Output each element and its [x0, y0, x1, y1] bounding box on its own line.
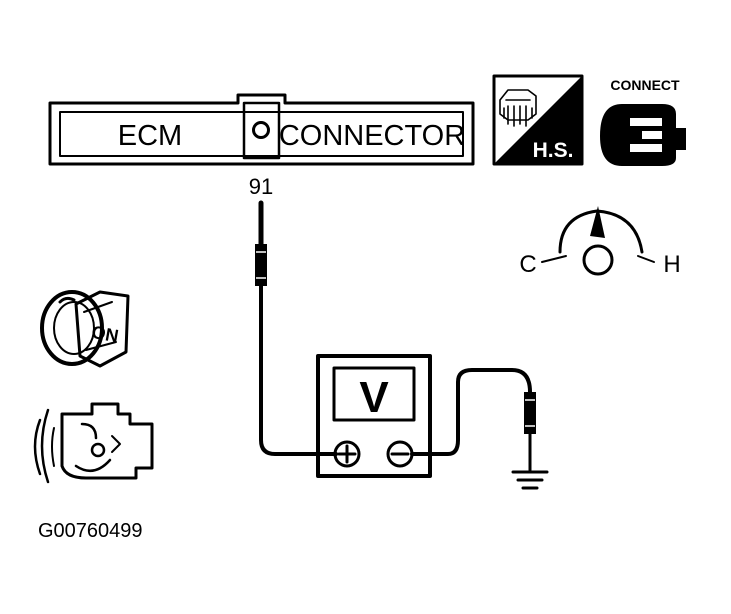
voltmeter-display [332, 366, 416, 422]
temperature-gauge-icon: C H [519, 206, 681, 278]
negative-probe-lead [410, 368, 536, 472]
ground-probe-tip [524, 392, 536, 434]
probe-tip [255, 244, 267, 286]
positive-probe-lead [255, 200, 338, 456]
connect-icon: CONNECT [600, 77, 686, 166]
connect-label: CONNECT [610, 77, 680, 93]
ground-icon [511, 470, 549, 490]
temp-cold-label: C [519, 251, 536, 278]
positive-terminal-icon [333, 440, 361, 468]
harness-side-icon: H.S. [492, 74, 584, 166]
voltmeter: V [316, 354, 432, 478]
voltmeter-label: V [359, 373, 389, 422]
engine-running-icon [33, 402, 154, 484]
harness-side-label: H.S. [533, 139, 574, 162]
ecm-connector: ECM CONNECTOR [48, 93, 475, 166]
connector-left-label: ECM [118, 120, 182, 152]
ignition-on-label: ON [90, 322, 120, 346]
terminal-number: 91 [249, 174, 273, 199]
temp-hot-label: H [663, 251, 680, 278]
figure-id: G00760499 [38, 520, 143, 542]
connector-latch-icon [252, 121, 270, 139]
ignition-key-icon: ON [40, 290, 130, 368]
negative-terminal-icon [386, 440, 414, 468]
connector-right-label: CONNECTOR [279, 120, 465, 152]
